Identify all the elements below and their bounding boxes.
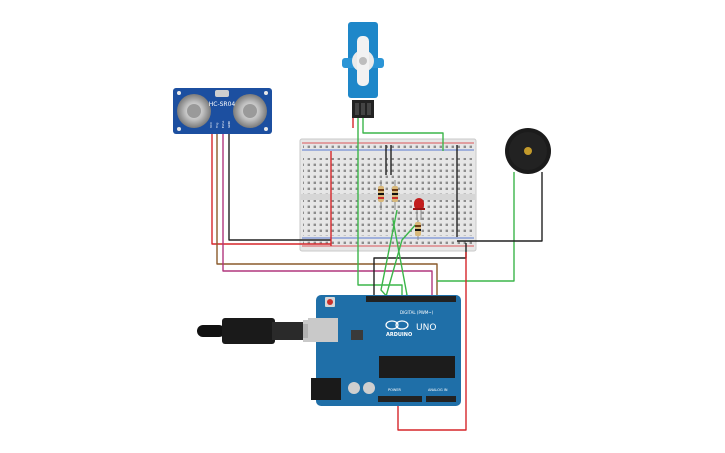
wire-buzzer-gnd xyxy=(457,172,543,242)
sensor-pin-gnd: GND xyxy=(227,120,231,128)
wire-servo-green xyxy=(357,117,403,300)
wire-sensor-gnd xyxy=(228,133,331,241)
usb-port xyxy=(308,318,338,342)
wire-led-green xyxy=(384,221,419,301)
analog-header-label: ANALOG IN xyxy=(428,388,448,392)
breadboard xyxy=(299,138,477,252)
red-led xyxy=(413,198,425,220)
power-header xyxy=(378,396,422,402)
wire-bb-to-gnd xyxy=(373,243,467,300)
wire-bb-red-power xyxy=(397,252,467,431)
piezo-buzzer xyxy=(505,128,551,174)
resistor-1 xyxy=(378,180,384,210)
digital-header xyxy=(366,296,456,302)
ultrasonic-sensor: HC-SR04 VCC Trig Echo GND xyxy=(173,88,272,134)
power-header-label: POWER xyxy=(388,388,402,392)
resistor-3 xyxy=(415,220,421,240)
sensor-model-label: HC-SR04 xyxy=(209,101,236,108)
wires xyxy=(211,117,543,431)
microcontroller-chip xyxy=(379,356,455,378)
wire-servo-signal xyxy=(362,117,444,151)
analog-header xyxy=(426,396,456,402)
arduino-uno-board: DIGITAL (PWM~) ARDUINO UNO POWER ANALOG … xyxy=(308,295,461,406)
sensor-pin-vcc: VCC xyxy=(209,122,213,128)
digital-header-label: DIGITAL (PWM~) xyxy=(400,310,434,315)
wire-sensor-vcc xyxy=(211,133,331,245)
power-jack xyxy=(311,378,341,400)
wire-sensor-echo xyxy=(222,133,433,300)
sensor-pin-echo: Echo xyxy=(221,121,225,128)
servo-motor xyxy=(342,22,384,118)
wire-buzzer-signal xyxy=(437,172,515,282)
sensor-pin-trig: Trig xyxy=(215,123,219,129)
arduino-model-label: UNO xyxy=(416,323,436,333)
wire-sensor-trig xyxy=(216,133,438,300)
resistor-2 xyxy=(392,180,398,210)
arduino-brand-label: ARDUINO xyxy=(386,332,412,338)
